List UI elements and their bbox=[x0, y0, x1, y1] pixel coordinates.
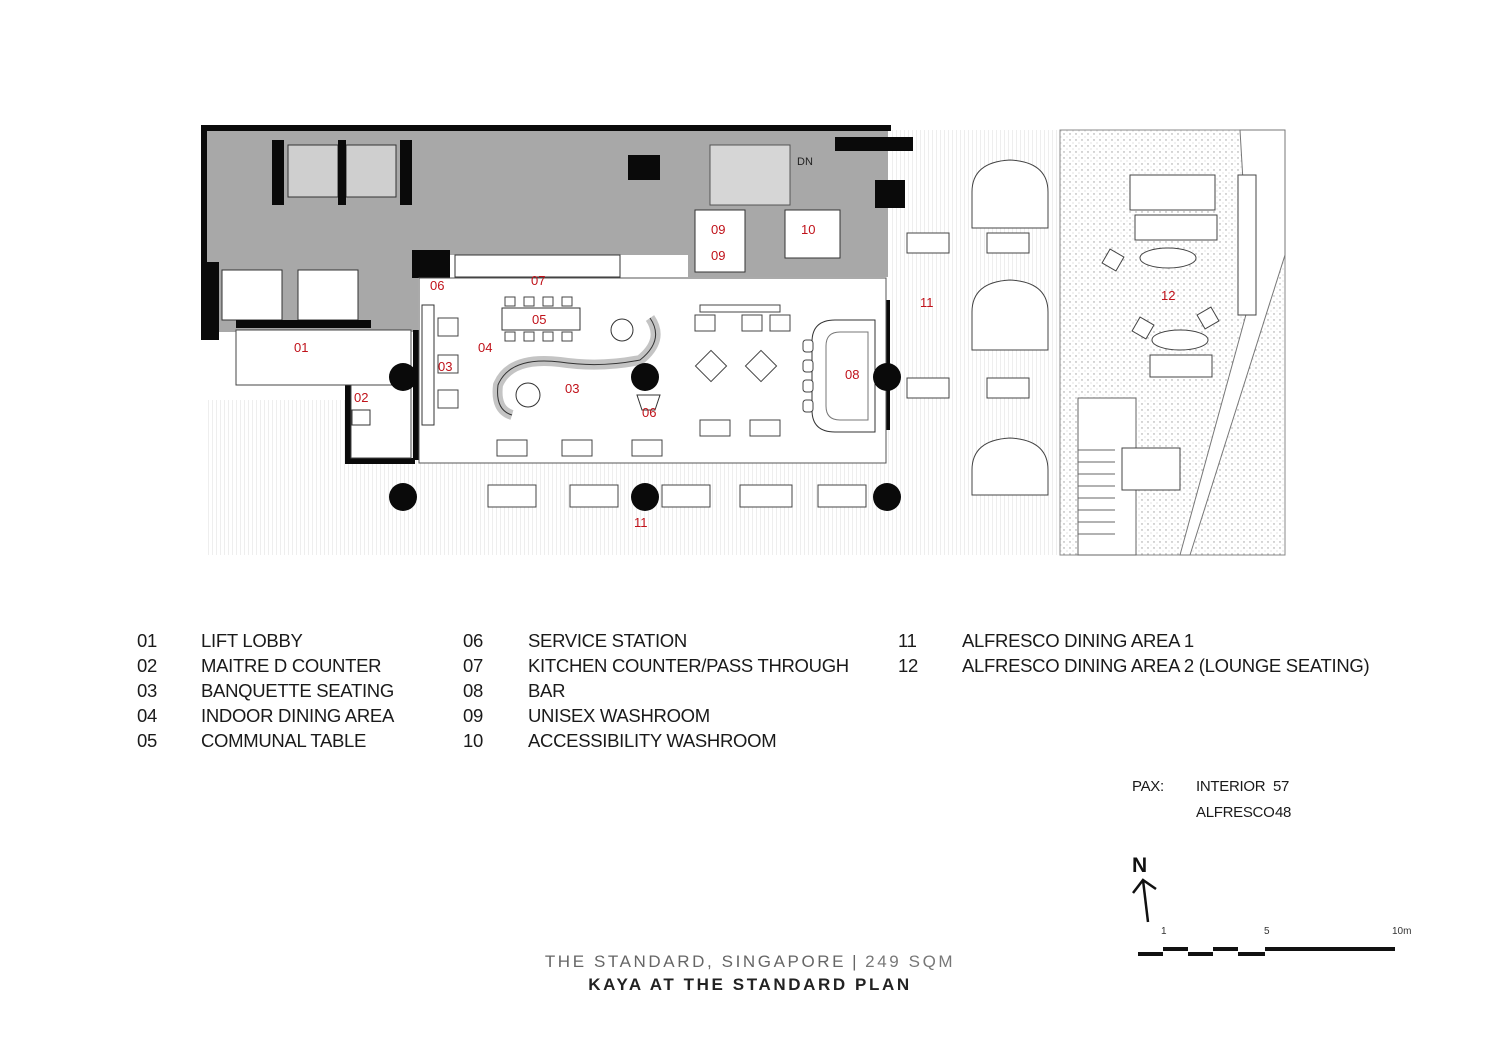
lobby-area bbox=[235, 329, 412, 386]
tables bbox=[437, 314, 791, 457]
room-tag-08: 08 bbox=[845, 367, 859, 382]
building-core bbox=[438, 127, 688, 255]
bar-counter bbox=[811, 319, 876, 433]
legend-number: 02 bbox=[137, 655, 157, 676]
stair-down-tag: DN bbox=[797, 156, 813, 168]
legend-label: BANQUETTE SEATING bbox=[201, 680, 394, 701]
legend-label: COMMUNAL TABLE bbox=[201, 730, 367, 751]
communal-table bbox=[501, 307, 581, 331]
legend-label: INDOOR DINING AREA bbox=[201, 705, 394, 726]
legend-label: UNISEX WASHROOM bbox=[528, 705, 710, 726]
legend-label: SERVICE STATION bbox=[528, 630, 687, 651]
legend-label: BAR bbox=[528, 680, 566, 701]
legend-number: 03 bbox=[137, 680, 157, 701]
room-tag-12: 12 bbox=[1161, 288, 1175, 303]
legend-number: 08 bbox=[463, 680, 483, 701]
banquette bbox=[421, 304, 435, 426]
pax-interior-label: INTERIOR bbox=[1196, 778, 1266, 795]
plan-title: THE STANDARD, SINGAPORE | 249 SQM bbox=[0, 952, 1500, 972]
pax-label: PAX: bbox=[1132, 778, 1164, 795]
north-arrow-icon bbox=[1132, 878, 1157, 923]
lift bbox=[287, 144, 339, 198]
legend-label: ALFRESCO DINING AREA 2 (LOUNGE SEATING) bbox=[962, 655, 1370, 676]
washroom bbox=[694, 209, 746, 273]
plan-subtitle: KAYA AT THE STANDARD PLAN bbox=[588, 975, 912, 994]
legend-number: 05 bbox=[137, 730, 157, 751]
pax-interior-value: 57 bbox=[1273, 778, 1290, 795]
room-tag-01: 01 bbox=[294, 340, 308, 355]
lounge-furniture bbox=[1101, 174, 1257, 491]
legend-number: 04 bbox=[137, 705, 157, 726]
title-separator: | bbox=[852, 952, 860, 971]
room-tag-06: 06 bbox=[642, 405, 656, 420]
legend-number: 09 bbox=[463, 705, 483, 726]
booth-pods bbox=[971, 159, 1049, 496]
legend-number: 01 bbox=[137, 630, 157, 651]
room-tag-03: 03 bbox=[438, 359, 452, 374]
steps bbox=[1078, 449, 1115, 535]
stairwell bbox=[709, 144, 791, 206]
legend-number: 11 bbox=[898, 630, 917, 651]
pax-alfresco-label: ALFRESCO bbox=[1196, 804, 1275, 821]
title-area: 249 SQM bbox=[865, 952, 956, 971]
scale-tick-5: 5 bbox=[1264, 926, 1270, 937]
maitre-d-area bbox=[350, 384, 412, 459]
legend-label: ACCESSIBILITY WASHROOM bbox=[528, 730, 777, 751]
bar-counter-inner bbox=[825, 331, 869, 421]
legend-label: MAITRE D COUNTER bbox=[201, 655, 382, 676]
scale-tick-1: 1 bbox=[1161, 926, 1167, 937]
room-tag-03: 03 bbox=[565, 381, 579, 396]
room-tag-11: 11 bbox=[920, 295, 934, 310]
banquette-curve bbox=[497, 317, 657, 416]
pax-alfresco-value: 48 bbox=[1275, 804, 1292, 821]
legend-number: 10 bbox=[463, 730, 483, 751]
room-tag-06: 06 bbox=[430, 278, 444, 293]
north-label: N bbox=[1132, 854, 1147, 877]
legend-number: 12 bbox=[898, 655, 918, 676]
room-tag-10: 10 bbox=[801, 222, 815, 237]
lift bbox=[345, 144, 397, 198]
room-tag-09: 09 bbox=[711, 222, 725, 237]
kitchen-counter bbox=[454, 254, 621, 278]
maitre-d-counter bbox=[351, 409, 371, 426]
room-tag-09: 09 bbox=[711, 248, 725, 263]
room-tag-04: 04 bbox=[478, 340, 492, 355]
room-tag-02: 02 bbox=[354, 390, 368, 405]
chairs bbox=[504, 296, 573, 342]
washroom bbox=[784, 209, 841, 259]
service-station bbox=[636, 394, 661, 411]
legend-label: ALFRESCO DINING AREA 1 bbox=[962, 630, 1194, 651]
scale-tick-10m: 10m bbox=[1392, 926, 1411, 937]
legend-label: LIFT LOBBY bbox=[201, 630, 303, 651]
legend-number: 06 bbox=[463, 630, 483, 651]
legend-label: KITCHEN COUNTER/PASS THROUGH bbox=[528, 655, 849, 676]
bar-stools bbox=[802, 339, 814, 413]
legend-number: 07 bbox=[463, 655, 483, 676]
bench bbox=[699, 304, 781, 313]
columns bbox=[389, 363, 901, 511]
round-table bbox=[515, 382, 541, 408]
room-tag-05: 05 bbox=[532, 312, 546, 327]
room-tag-07: 07 bbox=[531, 273, 545, 288]
room-tag-11: 11 bbox=[634, 515, 648, 530]
lift bbox=[297, 269, 359, 321]
round-table bbox=[610, 318, 634, 342]
lift bbox=[221, 269, 283, 321]
scale-bar bbox=[1138, 947, 1395, 956]
outdoor-tables bbox=[487, 232, 1030, 508]
title-main: THE STANDARD, SINGAPORE bbox=[544, 952, 847, 971]
